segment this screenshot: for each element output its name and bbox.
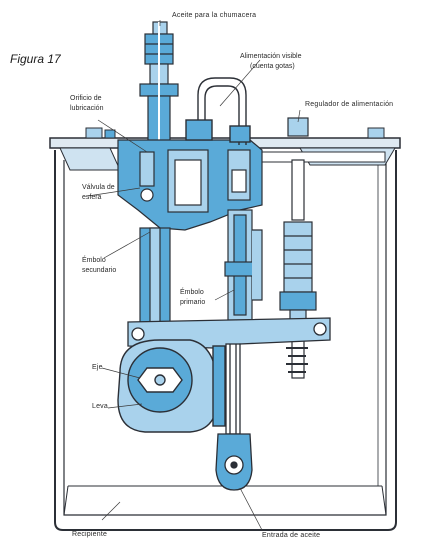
label-line: (cuenta gotas): [250, 63, 295, 70]
figure-title: Figura 17: [10, 52, 61, 66]
label-line: primario: [180, 299, 206, 306]
cam-and-shaft: [117, 339, 226, 433]
label-recipiente: Recipiente: [72, 531, 108, 538]
cover-screws: [85, 127, 385, 139]
label-line: Émbolo: [180, 289, 204, 296]
top-fitting: [139, 21, 179, 250]
label-line: Alimentación visible: [240, 53, 302, 60]
label-line: Émbolo: [82, 257, 106, 264]
label-regulador-alimentacion: Regulador de alimentación: [305, 101, 394, 108]
label-line: esfera: [82, 194, 102, 201]
label-leva: Leva: [92, 403, 108, 410]
label-embolo-primario: Émbolo primario: [180, 288, 205, 308]
secondary-plunger: [139, 227, 171, 324]
label-line: secundario: [82, 267, 117, 274]
sight-feed: [185, 77, 251, 145]
label-orificio-lubricacion: Orificio de lubricación: [70, 94, 103, 114]
oil-inlet: [215, 343, 253, 491]
label-embolo-secundario: Émbolo secundario: [82, 256, 116, 276]
label-eje: Eje: [92, 364, 103, 371]
label-aceite-chumacera: Aceite para la chumacera: [172, 12, 257, 19]
primary-plunger: [224, 209, 263, 321]
label-line: Válvula de: [82, 184, 115, 191]
label-line: Orificio de: [70, 95, 102, 102]
label-valvula-esfera: Válvula de esfera: [82, 183, 115, 203]
label-line: lubricación: [70, 105, 104, 112]
valve-body: [117, 139, 263, 231]
label-entrada-aceite: Entrada de aceite: [262, 532, 321, 539]
leader-lines: [87, 20, 301, 531]
label-alimentacion-visible: Alimentación visible (cuenta gotas): [240, 52, 301, 72]
